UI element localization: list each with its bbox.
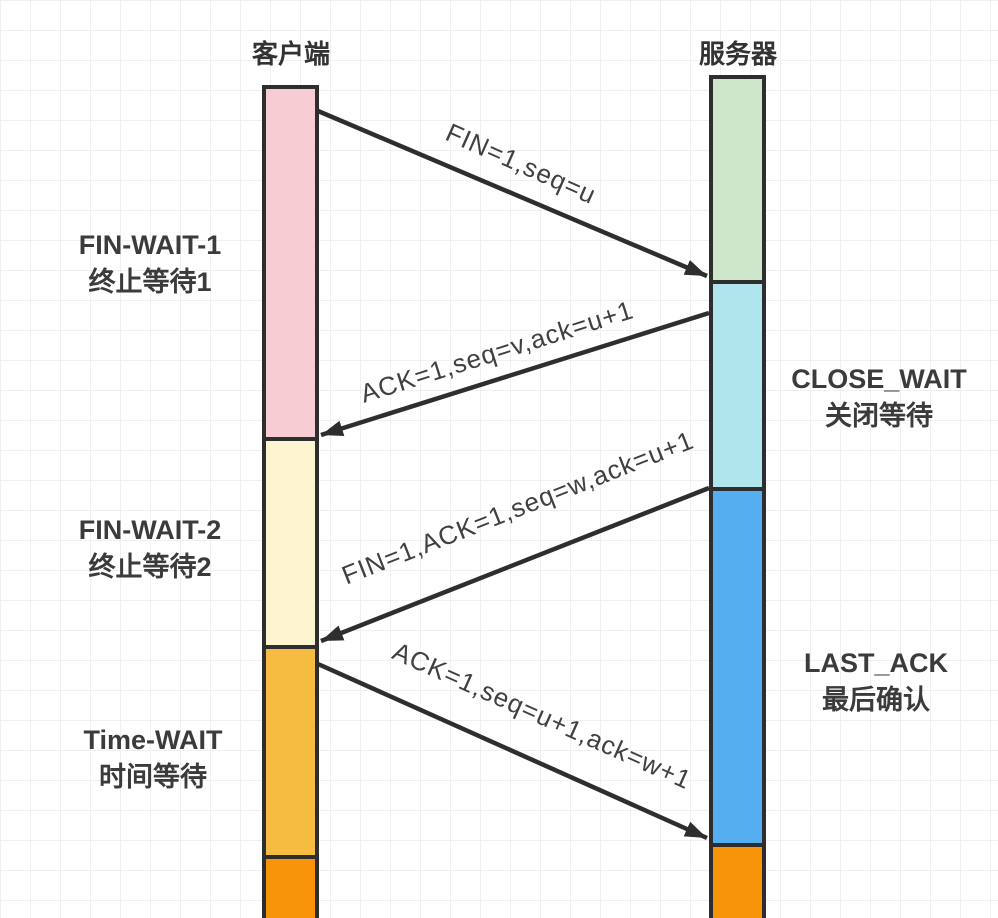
state-label-time-wait-zh: 时间等待: [98, 762, 207, 792]
message-label-fin: FIN=1,seq=u: [441, 117, 601, 211]
client-segment-fin-wait-2: [262, 437, 319, 649]
state-label-fin-wait-1: FIN-WAIT-1 终止等待1: [79, 227, 222, 301]
server-segment-top: [709, 75, 766, 284]
state-label-fin-wait-2: FIN-WAIT-2 终止等待2: [79, 512, 222, 586]
client-lifeline-title: 客户端: [251, 39, 331, 69]
state-label-close-wait: CLOSE_WAIT 关闭等待: [791, 361, 967, 435]
client-segment-time-wait: [262, 645, 319, 859]
state-label-time-wait: Time-WAIT 时间等待: [83, 722, 222, 796]
state-label-last-ack-zh: 最后确认: [821, 685, 930, 715]
state-label-fin-wait-1-en: FIN-WAIT-1: [78, 230, 222, 260]
state-label-close-wait-zh: 关闭等待: [824, 401, 933, 431]
state-label-fin-wait-1-zh: 终止等待1: [88, 267, 212, 297]
server-segment-close-wait: [709, 280, 766, 491]
server-lifeline-title: 服务器: [698, 39, 778, 69]
state-label-fin-wait-2-en: FIN-WAIT-2: [78, 515, 222, 545]
server-segment-bottom: [709, 843, 766, 918]
state-label-close-wait-en: CLOSE_WAIT: [791, 364, 967, 394]
message-label-ack2: ACK=1,seq=u+1,ack=w+1: [388, 635, 697, 796]
client-segment-bottom: [262, 855, 319, 918]
state-label-last-ack-en: LAST_ACK: [803, 648, 949, 678]
state-label-time-wait-en: Time-WAIT: [83, 725, 223, 755]
client-segment-fin-wait-1: [262, 85, 319, 441]
message-label-ack1: ACK=1,seq=v,ack=u+1: [356, 294, 638, 409]
message-label-fin-ack: FIN=1,ACK=1,seq=w,ack=u+1: [337, 424, 699, 591]
server-segment-last-ack: [709, 487, 766, 847]
arrow-fin: [317, 108, 708, 279]
state-label-last-ack: LAST_ACK 最后确认: [804, 645, 948, 719]
state-label-fin-wait-2-zh: 终止等待2: [88, 552, 212, 582]
